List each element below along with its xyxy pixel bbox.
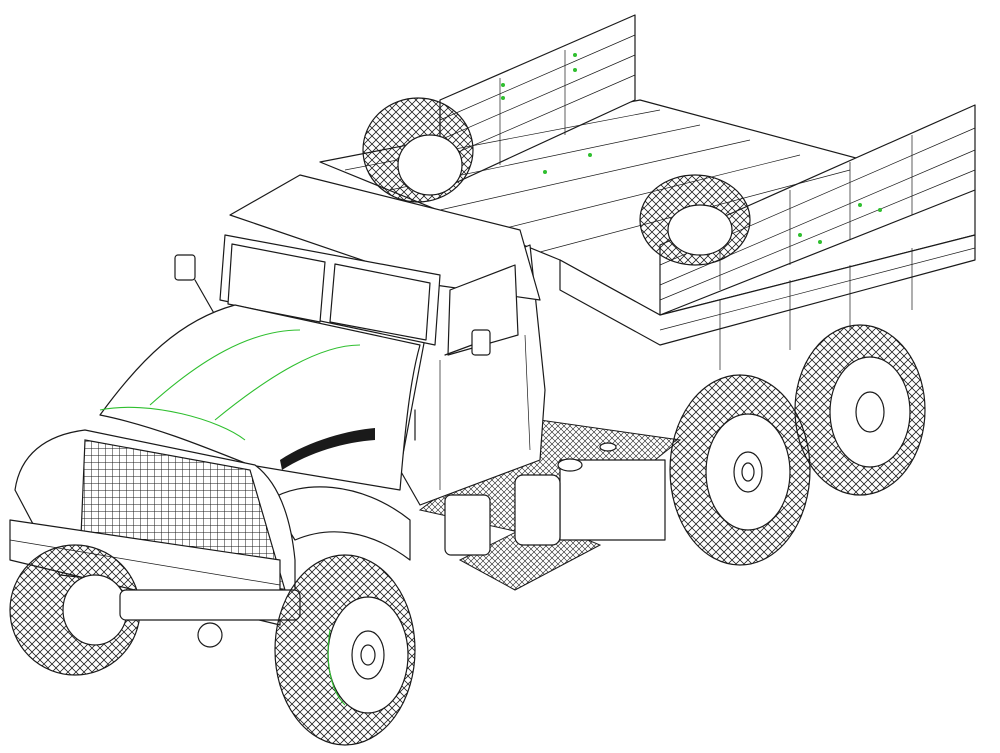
spare-tire-rear [639,174,751,266]
spare-tire-front [362,97,474,203]
cab [174,174,546,506]
rear-wheel-near [669,374,811,566]
front-wheel-right [274,554,416,746]
chassis [418,419,682,591]
mirror-icon [174,254,196,281]
hood [99,304,421,561]
rear-wheel-far [794,324,926,496]
front-axle [119,589,301,648]
